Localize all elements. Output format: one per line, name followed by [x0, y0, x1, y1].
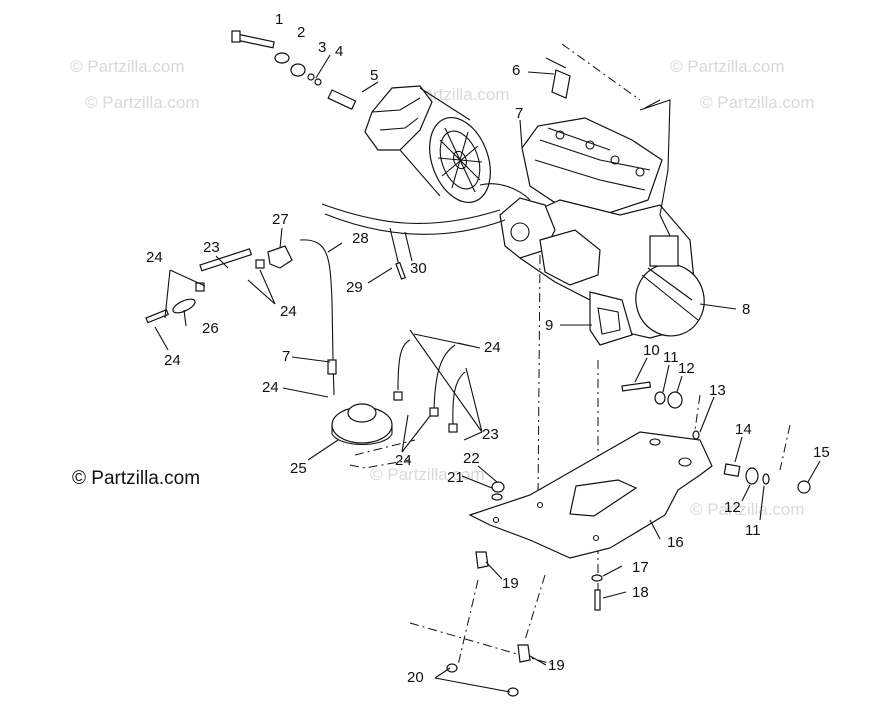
callout-7-engine: 7: [515, 105, 523, 122]
callout-7-cable: 7: [282, 348, 290, 365]
fittings-drawing: [145, 245, 337, 375]
callout-12-lower: 12: [724, 499, 741, 516]
callout-16: 16: [667, 534, 684, 551]
callout-18: 18: [632, 584, 649, 601]
callout-22: 22: [463, 450, 480, 467]
callout-19-upper: 19: [502, 575, 519, 592]
callout-2: 2: [297, 24, 305, 41]
callout-5: 5: [370, 67, 378, 84]
recoil-starter-drawing: [231, 30, 491, 204]
pump-and-hoses-drawing: [331, 339, 466, 445]
callout-3: 3: [318, 39, 326, 56]
callout-14: 14: [735, 421, 752, 438]
callout-27: 27: [272, 211, 289, 228]
callout-24-bottom: 24: [395, 452, 412, 469]
callout-11-upper: 11: [663, 349, 679, 366]
watermark: © Partzilla.com: [690, 500, 805, 519]
callout-11-lower: 11: [745, 522, 761, 539]
callout-30: 30: [410, 260, 427, 277]
callout-12-upper: 12: [678, 360, 695, 377]
watermark: © Partzilla.com: [85, 93, 200, 112]
callout-21: 21: [447, 469, 464, 486]
callout-8: 8: [742, 301, 750, 318]
watermark: © Partzilla.com: [670, 57, 785, 76]
watermark: © Partzilla.com: [70, 57, 185, 76]
callout-17: 17: [632, 559, 649, 576]
callout-24-top-left: 24: [146, 249, 163, 266]
callout-24-pump: 24: [262, 379, 279, 396]
callout-6: 6: [512, 62, 520, 79]
callout-labels: 1 2 3 4 5 6 7 8 9 10 11 12 13 14 15 16 1…: [146, 11, 830, 686]
callout-24-bottom-left: 24: [164, 352, 181, 369]
callout-19-lower: 19: [548, 657, 565, 674]
callout-13: 13: [709, 382, 726, 399]
callout-24-hoses: 24: [484, 339, 501, 356]
cables-drawing: [299, 183, 531, 396]
callout-23-right: 23: [482, 426, 499, 443]
callout-1: 1: [275, 11, 283, 28]
callout-29: 29: [346, 279, 363, 296]
callout-23-left: 23: [203, 239, 220, 256]
engine-drawing: [499, 57, 705, 346]
callout-25: 25: [290, 460, 307, 477]
hardware-drawing: [395, 261, 811, 697]
callout-28: 28: [352, 230, 369, 247]
callout-26: 26: [202, 320, 219, 337]
callout-10: 10: [643, 342, 660, 359]
watermark: © Partzilla.com: [370, 465, 485, 484]
callout-24-mid: 24: [280, 303, 297, 320]
watermark: © Partzilla.com: [700, 93, 815, 112]
engine-plate-drawing: [468, 431, 713, 559]
callout-15: 15: [813, 444, 830, 461]
leader-lines: [154, 54, 821, 693]
callout-9: 9: [545, 317, 553, 334]
callout-20: 20: [407, 669, 424, 686]
callout-4: 4: [335, 43, 343, 60]
credit-text: © Partzilla.com: [72, 468, 200, 489]
